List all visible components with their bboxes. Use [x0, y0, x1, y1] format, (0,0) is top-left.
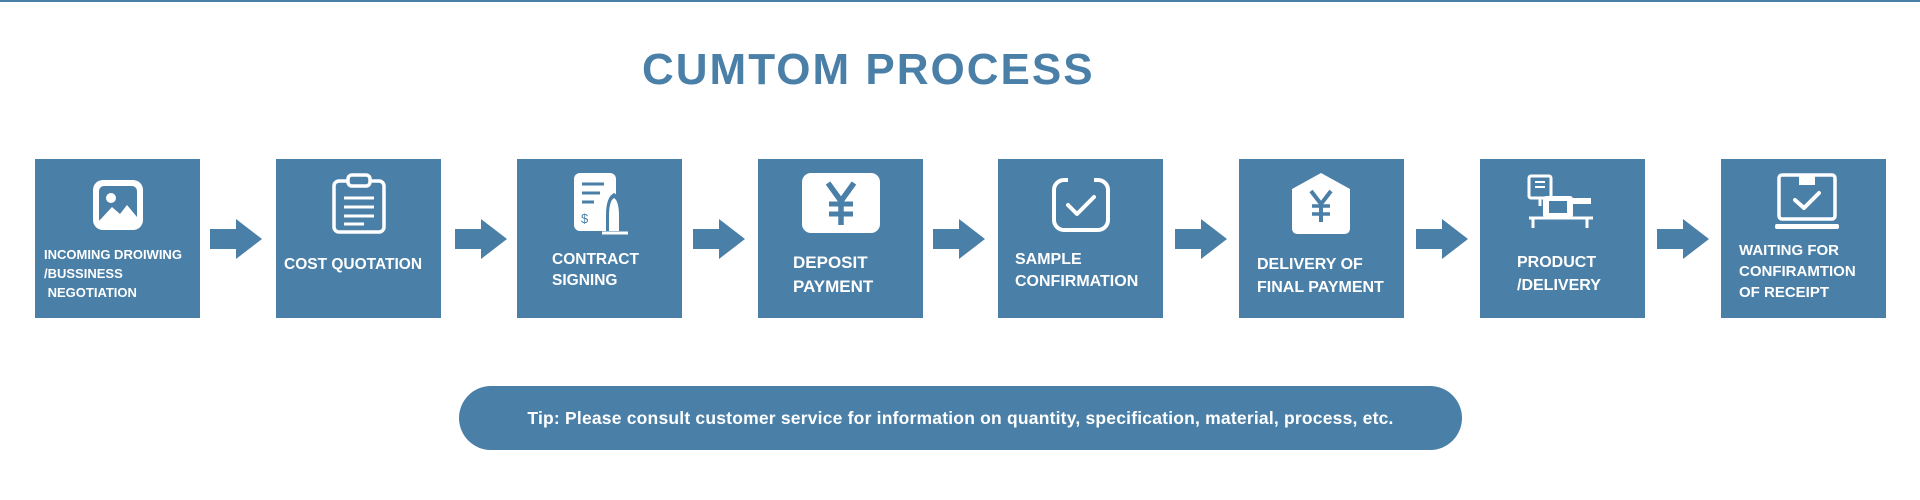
- tip-banner: Tip: Please consult customer service for…: [459, 386, 1462, 450]
- process-step-receipt-confirmation: WAITING FOR CONFIRAMTION OF RECEIPT: [1721, 159, 1886, 318]
- step-label: SAMPLE CONFIRMATION: [1015, 251, 1139, 290]
- yen-card-icon: [802, 173, 880, 233]
- step-label: DELIVERY OF FINAL PAYMENT: [1257, 256, 1384, 296]
- arrow-right-icon: [1175, 219, 1227, 259]
- arrow-right-icon: [933, 219, 985, 259]
- process-step-deposit-payment: DEPOSIT PAYMENT: [758, 159, 923, 318]
- process-step-incoming-drawing: INCOMING DROIWING /BUSSINESS NEGOTIATION: [35, 159, 200, 318]
- arrow-right-icon: [1657, 219, 1709, 259]
- arrow-right-icon: [1416, 219, 1468, 259]
- yen-house-icon: [1292, 173, 1350, 234]
- step-label: CONTRACT SIGNING: [552, 251, 639, 289]
- arrow-right-icon: [210, 219, 262, 259]
- contract-sign-icon: $: [574, 173, 628, 235]
- step-label: PRODUCT /DELIVERY: [1517, 254, 1601, 294]
- page-title: CUMTOM PROCESS: [642, 45, 1095, 94]
- step-label: WAITING FOR CONFIRAMTION OF RECEIPT: [1739, 242, 1856, 301]
- process-step-sample-confirmation: SAMPLE CONFIRMATION: [998, 159, 1163, 318]
- top-rule: [0, 0, 1920, 2]
- step-label: COST QUOTATION: [284, 256, 423, 273]
- arrow-right-icon: [455, 219, 507, 259]
- process-step-contract-signing: $ CONTRACT SIGNING: [517, 159, 682, 318]
- process-step-final-payment: DELIVERY OF FINAL PAYMENT: [1239, 159, 1404, 318]
- image-icon: [93, 180, 143, 230]
- svg-text:$: $: [581, 211, 589, 226]
- checkbox-icon: [1052, 175, 1110, 232]
- step-label: DEPOSIT PAYMENT: [793, 253, 874, 296]
- clipboard-icon: [332, 173, 386, 234]
- step-label: INCOMING DROIWING /BUSSINESS NEGOTIATION: [44, 247, 182, 300]
- process-step-product-delivery: PRODUCT /DELIVERY: [1480, 159, 1645, 318]
- process-step-cost-quotation: COST QUOTATION: [276, 159, 441, 318]
- arrow-right-icon: [693, 219, 745, 259]
- production-machine-icon: [1527, 174, 1593, 228]
- receipt-box-icon: [1775, 173, 1839, 229]
